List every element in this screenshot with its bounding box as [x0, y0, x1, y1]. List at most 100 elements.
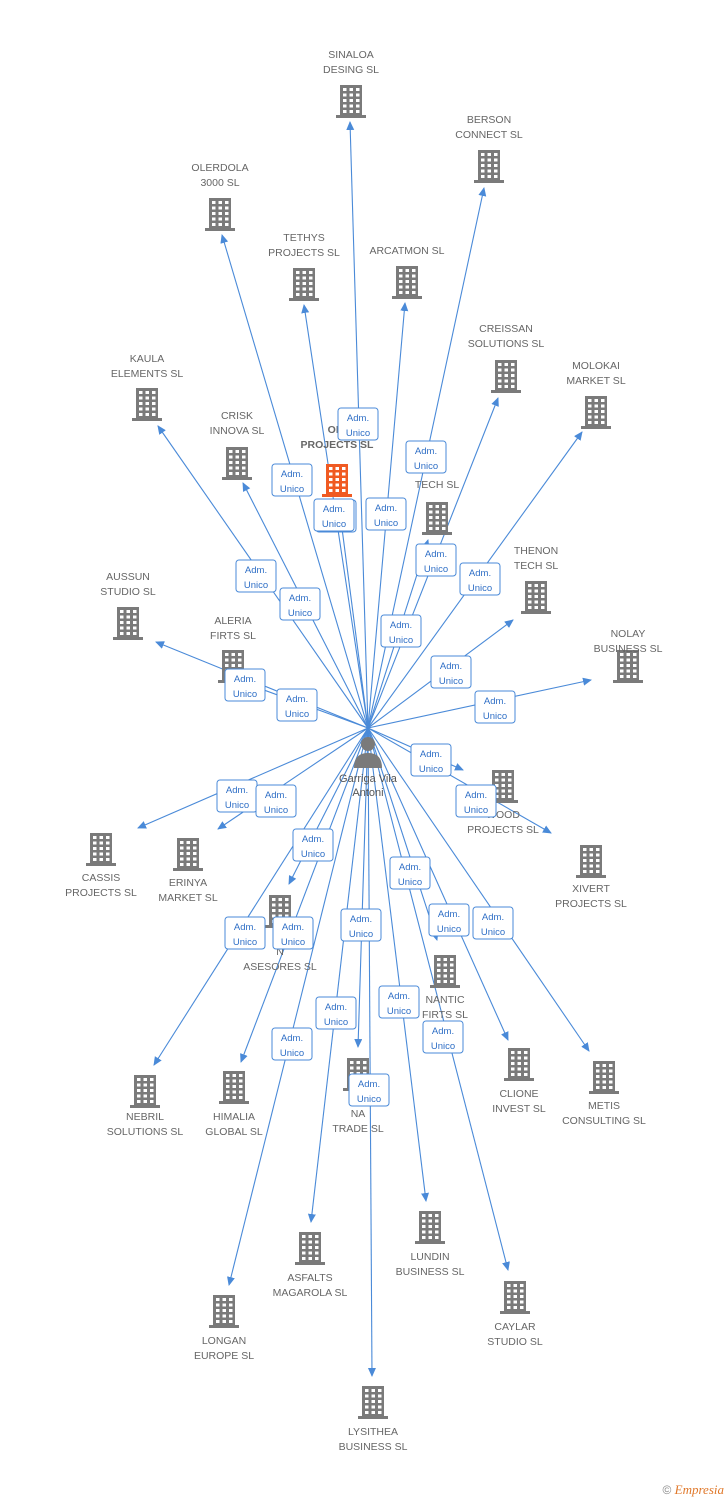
role-label-text: Adm.: [469, 568, 491, 579]
company-name-line: INNOVA SL: [210, 425, 265, 437]
building-icon: [392, 266, 422, 299]
company-name-line: LUNDIN: [410, 1251, 449, 1263]
role-label-28: Adm.Unico: [422, 1020, 464, 1054]
company-name-line: PROJECTS SL: [467, 824, 539, 836]
company-name-line: BUSINESS SL: [594, 643, 663, 655]
relation-edge-30: [367, 727, 376, 1377]
role-label-7: Adm.Unico: [235, 559, 277, 593]
role-label-text: Adm.: [465, 790, 487, 801]
building-icon: [581, 396, 611, 429]
relation-edge-22: [240, 727, 369, 1063]
role-label-25: Adm.Unico: [472, 906, 514, 940]
company-name-line: SOLUTIONS SL: [468, 338, 545, 350]
role-label-24: Adm. Unico: [428, 903, 470, 937]
company-name-line: LYSITHEA: [348, 1426, 398, 1438]
role-label-text: Unico: [389, 635, 413, 646]
relation-edge-23: [354, 727, 369, 1048]
role-label-13: Adm. Unico: [276, 688, 318, 722]
company-name-line: PROJECTS SL: [555, 898, 627, 910]
company-name-line: MARKET SL: [158, 892, 217, 904]
company-node-6[interactable]: MOLOKAI MARKET SL: [566, 360, 626, 429]
role-label-text: Unico: [285, 709, 309, 720]
company-name-line: ELEMENTS SL: [111, 368, 184, 380]
role-label-text: Adm.: [415, 446, 437, 457]
company-node-4[interactable]: ARCATMON SL: [369, 245, 445, 299]
building-icon: [132, 388, 162, 421]
role-label-text: Unico: [322, 519, 346, 530]
company-name-line: ALERIA: [214, 615, 251, 627]
role-label-text: Unico: [481, 927, 505, 938]
company-node-14[interactable]: NOLAY BUSINESS SL: [594, 628, 663, 683]
company-name-line: NOLAY: [611, 628, 646, 640]
role-label-1: Adm.Unico: [405, 440, 447, 474]
role-label-text: Unico: [233, 937, 257, 948]
building-icon: [488, 770, 518, 803]
company-node-30[interactable]: LYSITHEA BUSINESS SL: [339, 1386, 408, 1453]
role-label-text: Unico: [280, 484, 304, 495]
role-label-text: Unico: [324, 1017, 348, 1028]
company-name-line: TECH SL: [415, 479, 460, 491]
company-name-line: BUSINESS SL: [339, 1441, 408, 1453]
role-label-text: Unico: [439, 676, 463, 687]
role-label-text: Unico: [437, 924, 461, 935]
company-name-line: BERSON: [467, 114, 511, 126]
building-icon: [130, 1075, 160, 1108]
company-name-line: TRADE SL: [332, 1123, 384, 1135]
company-name-line: CAYLAR: [494, 1321, 536, 1333]
role-label-text: Unico: [387, 1006, 411, 1017]
company-name-line: MARKET SL: [566, 375, 625, 387]
role-label-text: Adm.: [350, 914, 372, 925]
company-name-line: MOLOKAI: [572, 360, 620, 372]
role-label-4: Adm. Unico: [365, 497, 407, 531]
role-label-text: Adm.: [390, 620, 412, 631]
role-label-text: Adm.: [265, 790, 287, 801]
company-node-18[interactable]: ERINYA MARKET SL: [158, 838, 218, 904]
person-name: Antoni: [352, 787, 383, 799]
role-label-5: Adm.Unico: [415, 543, 457, 577]
brand-logo[interactable]: Empresia: [674, 1482, 724, 1497]
company-name-line: INVEST SL: [492, 1103, 546, 1115]
role-label-23: Adm.Unico: [340, 908, 382, 942]
building-icon: [86, 833, 116, 866]
relation-edge-29: [227, 727, 369, 1286]
role-label-text: Adm.: [281, 1033, 303, 1044]
company-name-line: PROJECTS SL: [65, 887, 137, 899]
role-label-text: Unico: [374, 518, 398, 529]
role-label-text: Adm.: [420, 749, 442, 760]
company-name-line: NEBRIL: [126, 1111, 164, 1123]
role-label-10: Adm. Unico: [380, 614, 422, 648]
role-label-text: Adm.: [388, 991, 410, 1002]
role-label-text: Unico: [301, 849, 325, 860]
role-label-text: Adm.: [234, 674, 256, 685]
role-label-text: Adm.: [286, 694, 308, 705]
company-name-line: ERINYA: [169, 877, 207, 889]
role-label-text: Adm.: [438, 909, 460, 920]
role-label-text: Adm.: [375, 503, 397, 514]
role-label-0: Adm.Unico: [337, 407, 379, 441]
edge-labels-layer: Adm.UnicoAdm.UnicoAdm.UnicoAdm.UnicoAdm.…: [216, 407, 516, 1107]
